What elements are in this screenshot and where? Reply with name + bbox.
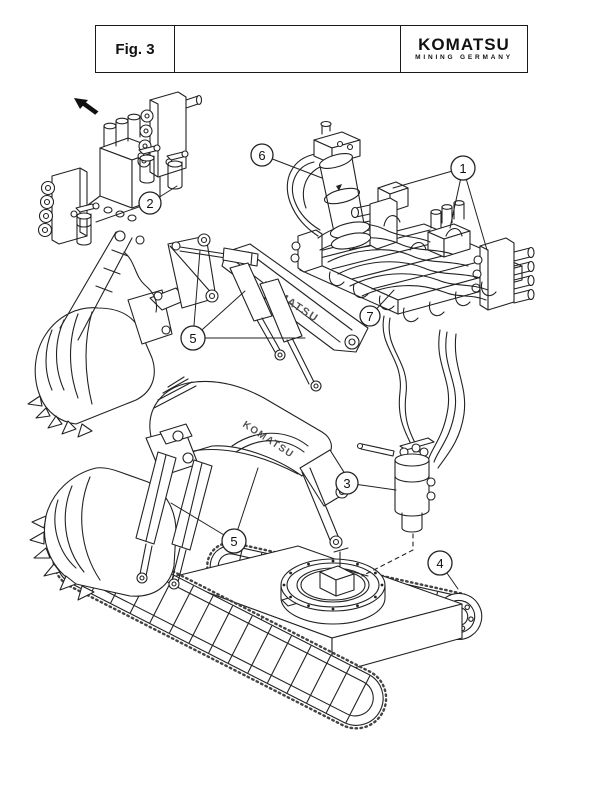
manifold-left-slab — [37, 167, 88, 245]
bucket-lower — [29, 467, 177, 601]
figure-header: Fig. 3 KOMATSU MINING GERMANY — [95, 25, 528, 73]
arm-cylinders — [135, 451, 213, 590]
callout-3: 3 — [335, 471, 397, 495]
rotary-swivel-assembly — [286, 120, 372, 250]
filter-assembly-3 — [165, 150, 189, 190]
slew-ring — [280, 547, 386, 625]
callout-number: 7 — [366, 309, 373, 324]
boom-cylinders — [171, 241, 322, 392]
direction-arrow-icon — [74, 98, 99, 115]
callout-4: 4 — [427, 550, 459, 590]
callout-number: 5 — [230, 534, 237, 549]
callout-number: 1 — [459, 161, 466, 176]
callout-number: 6 — [258, 148, 265, 163]
callout-number: 3 — [343, 476, 350, 491]
center-swivel-joint — [356, 437, 436, 577]
callout-5: 5 — [170, 467, 259, 554]
filter-assembly-1 — [70, 195, 101, 246]
lower-attachment: KOMATSU — [29, 376, 355, 601]
shutoff-manifold-group — [37, 91, 203, 246]
filter-assembly-2 — [137, 144, 161, 184]
valve-block-right — [471, 237, 535, 311]
figure-label: Fig. 3 — [115, 40, 155, 58]
center-joint-stub — [319, 547, 369, 597]
upper-attachment: KOMATSU — [27, 230, 369, 438]
callout-number: 4 — [436, 556, 443, 571]
brand-logo: KOMATSU MINING GERMANY — [401, 26, 527, 72]
callout-2: 2 — [95, 185, 178, 223]
callout-5: 5 — [180, 249, 306, 351]
hanging-hoses — [382, 315, 466, 469]
callout-1: 1 — [392, 155, 488, 251]
callout-7: 7 — [359, 289, 395, 327]
figure-label-cell: Fig. 3 — [96, 26, 175, 72]
callout-6: 6 — [250, 143, 323, 179]
callout-number: 5 — [189, 331, 196, 346]
brand-subtitle: MINING GERMANY — [415, 54, 513, 62]
callout-number: 2 — [146, 196, 153, 211]
valve-block-far-left — [290, 229, 323, 273]
manifold-tubing — [317, 215, 497, 323]
header-empty-cell — [175, 26, 401, 72]
brand-name: KOMATSU — [418, 35, 510, 55]
callout-layer: 1 2 3 4 5 5 6 7 — [95, 143, 488, 590]
